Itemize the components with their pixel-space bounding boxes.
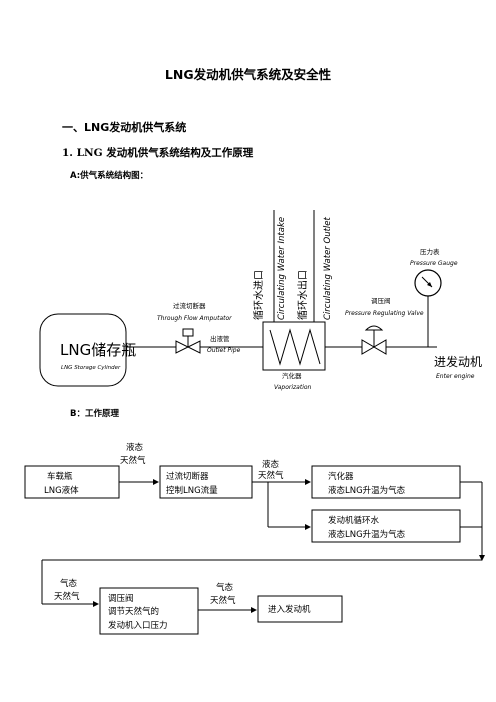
regulating-valve-label-cn: 调压阀 [371, 296, 391, 305]
pressure-gauge-label-en: Pressure Gauge [410, 260, 458, 267]
flow-amputator-label-en: Through Flow Amputator [157, 315, 232, 322]
box2-line2: 控制LNG流量 [166, 485, 218, 496]
pressure-gauge-label-cn: 压力表 [420, 247, 440, 256]
box4-line2: 液态LNG升温为气态 [328, 529, 406, 540]
tank-label-cn: LNG储存瓶 [60, 341, 136, 359]
flow-box-engine-circulating-water: 发动机循环水 液态LNG升温为气态 [311, 509, 461, 543]
box5-line1: 调压阀 [108, 594, 134, 604]
enter-engine-label-en: Enter engine [436, 373, 475, 380]
figure-b-label: B：工作原理 [70, 409, 119, 419]
label2-line1: 液态 [262, 459, 280, 470]
label4-line1: 气态 [216, 582, 234, 593]
lng-storage-cylinder: LNG储存瓶 LNG Storage Cylinder [39, 313, 136, 387]
flow-box-vaporizer: 汽化器 液态LNG升温为气态 [311, 465, 461, 499]
label2-line2: 天然气 [258, 470, 284, 481]
flow-amputator-label-cn: 过流切断器 [173, 301, 206, 310]
document-title: LNG发动机供气系统及安全性 [164, 67, 332, 82]
water-intake-label-cn: 循环水进口 [252, 270, 265, 320]
box2-line1: 过流切断器 [166, 471, 209, 482]
section-heading: 一、LNG发动机供气系统 [62, 121, 187, 134]
label3-line1: 气态 [60, 578, 78, 589]
vaporizer [262, 210, 326, 371]
enter-engine-label-cn: 进发动机 [434, 354, 482, 369]
box5-line3: 发动机入口压力 [108, 620, 168, 631]
figure-a-label: A:供气系统结构图： [70, 171, 149, 181]
box4-line1: 发动机循环水 [328, 515, 380, 526]
label3-line2: 天然气 [54, 591, 80, 602]
subsection-heading: 1. LNG 发动机供气系统结构及工作原理 [62, 147, 254, 159]
box1-line2: LNG液体 [44, 485, 79, 496]
box1-line1: 车载瓶 [47, 471, 73, 482]
vaporization-label-en: Vaporization [274, 384, 312, 391]
label1-line1: 液态 [126, 442, 144, 453]
flow-box-regulating-valve: 调压阀 调节天然气的 发动机入口压力 [99, 587, 199, 635]
flow-box-flow-amputator: 过流切断器 控制LNG流量 [159, 465, 253, 499]
water-intake-label-en: Circulating Water Intake [277, 217, 287, 320]
pressure-gauge [414, 269, 442, 297]
outlet-pipe-label-en: Outlet Pipe [207, 347, 241, 354]
label1-line2: 天然气 [120, 455, 146, 466]
tank-label-en: LNG Storage Cylinder [61, 365, 121, 371]
vaporization-label-cn: 汽化器 [282, 371, 302, 380]
box6-line1: 进入发动机 [268, 604, 311, 615]
flow-box-onboard-cylinder: 车载瓶 LNG液体 [24, 465, 120, 499]
flow-amputator-valve [175, 328, 201, 354]
water-outlet-label-cn: 循环水出口 [296, 270, 309, 320]
label4-line2: 天然气 [210, 595, 236, 606]
box5-line2: 调节天然气的 [108, 606, 159, 617]
box3-line2: 液态LNG升温为气态 [328, 485, 406, 496]
water-outlet-label-en: Circulating Water Outlet [323, 216, 333, 320]
box3-line1: 汽化器 [328, 471, 354, 482]
regulating-valve-label-en: Pressure Regulating Valve [345, 310, 424, 317]
flow-box-enter-engine: 进入发动机 [257, 595, 343, 623]
outlet-pipe-label-cn: 出液管 [210, 334, 230, 343]
